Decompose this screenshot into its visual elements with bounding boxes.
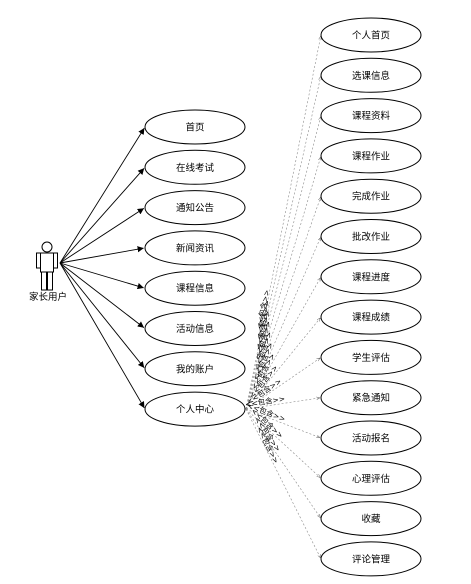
use-case[interactable]: 完成作业: [320, 178, 422, 214]
association-lines: [59, 128, 145, 409]
use-case-label: 个人中心: [176, 404, 215, 416]
use-case-ellipse: [320, 259, 422, 295]
use-case[interactable]: 课程进度: [320, 259, 422, 295]
use-case-ellipse: [320, 98, 422, 134]
use-case-ellipse: [320, 541, 422, 577]
use-case[interactable]: 评论管理: [320, 541, 422, 577]
association-line: [59, 262, 145, 328]
use-case-label: 评论管理: [352, 553, 391, 565]
use-case-ellipse: [320, 17, 422, 53]
use-case-label: 紧急通知: [352, 392, 390, 404]
association-line: [59, 246, 144, 264]
include-line: [245, 36, 321, 410]
include-line: [245, 197, 321, 410]
use-case[interactable]: 在线考试: [144, 149, 246, 185]
use-case-ellipse: [320, 380, 422, 416]
use-case[interactable]: 个人首页: [320, 17, 422, 53]
right-use-cases: 个人首页选课信息课程资料课程作业完成作业批改作业课程进度课程成绩学生评估紧急通知…: [320, 17, 422, 577]
association-line: [59, 262, 145, 409]
include-line: [245, 238, 321, 410]
include-line: [245, 408, 320, 477]
use-case-ellipse: [144, 109, 246, 145]
use-case-label: 首页: [185, 122, 204, 134]
use-case[interactable]: 心理评估: [320, 460, 422, 496]
use-case-label: 课程资料: [352, 110, 391, 122]
use-case-ellipse: [144, 190, 246, 226]
use-case-label: 通知公告: [176, 202, 214, 214]
use-case[interactable]: 学生评估: [320, 339, 422, 375]
use-case-ellipse: [320, 299, 422, 335]
use-case[interactable]: 课程资料: [320, 98, 422, 134]
use-case-ellipse: [144, 311, 246, 346]
association-line: [59, 262, 144, 290]
actor-parent-user: 家长用户: [29, 241, 67, 303]
include-line: [245, 398, 320, 410]
use-case-label: 心理评估: [352, 473, 391, 485]
use-case[interactable]: 首页: [144, 109, 246, 145]
use-case[interactable]: 收藏: [320, 501, 422, 537]
association-line: [59, 168, 145, 264]
use-case-label: 活动报名: [352, 433, 390, 445]
actor-figure-icon: [36, 241, 58, 291]
use-case[interactable]: 我的账户: [144, 351, 246, 387]
use-case-label: 课程成绩: [352, 312, 391, 324]
use-case[interactable]: 通知公告: [144, 190, 246, 226]
use-case[interactable]: 批改作业: [320, 219, 422, 254]
include-line: [245, 358, 320, 410]
include-line: [245, 278, 320, 410]
use-case-ellipse: [320, 178, 422, 214]
use-case[interactable]: 紧急通知: [320, 380, 422, 416]
use-case[interactable]: 个人中心: [144, 391, 246, 427]
actor-label: 家长用户: [29, 291, 67, 303]
use-case-ellipse: [320, 460, 422, 496]
use-case-label: 收藏: [361, 513, 381, 525]
use-case-ellipse: [144, 391, 246, 427]
use-case-label: 活动信息: [176, 323, 214, 335]
use-case-label: 我的账户: [176, 363, 214, 375]
use-case[interactable]: 课程信息: [144, 270, 246, 306]
include-line: [245, 408, 320, 437]
use-case-label: 个人首页: [352, 30, 390, 42]
use-case[interactable]: 活动信息: [144, 311, 246, 346]
use-case-label: 课程作业: [352, 150, 390, 162]
use-case[interactable]: 课程成绩: [320, 299, 422, 335]
include-relationships: <<包含>><<包含>><<包含>><<包含>><<包含>><<包含>><<包含…: [244, 36, 320, 558]
use-case-ellipse: [144, 230, 246, 266]
use-case-ellipse: [320, 57, 422, 93]
use-case-ellipse: [320, 501, 422, 537]
use-case-label: 新闻资讯: [176, 242, 215, 254]
use-case-ellipse: [320, 219, 422, 254]
association-line: [59, 128, 145, 264]
include-line: [245, 76, 321, 410]
use-case[interactable]: 选课信息: [320, 57, 422, 93]
use-case-ellipse: [144, 149, 246, 185]
use-case-label: 课程信息: [176, 283, 214, 295]
use-case-label: 学生评估: [352, 352, 391, 364]
use-case-ellipse: [144, 270, 246, 306]
use-case-label: 选课信息: [352, 70, 390, 82]
use-case-ellipse: [144, 351, 246, 387]
association-line: [59, 208, 145, 264]
association-line: [59, 262, 145, 368]
use-case[interactable]: 新闻资讯: [144, 230, 246, 266]
include-line: [245, 318, 320, 410]
use-case-ellipse: [320, 138, 422, 174]
include-line: [245, 408, 320, 518]
use-case-ellipse: [320, 339, 422, 375]
use-case-label: 批改作业: [352, 231, 390, 243]
use-case-label: 在线考试: [176, 162, 215, 174]
use-case[interactable]: 活动报名: [320, 420, 422, 456]
use-case-label: 课程进度: [352, 271, 391, 283]
use-case-ellipse: [320, 420, 422, 456]
use-case-label: 完成作业: [352, 191, 390, 203]
use-case[interactable]: 课程作业: [320, 138, 422, 174]
